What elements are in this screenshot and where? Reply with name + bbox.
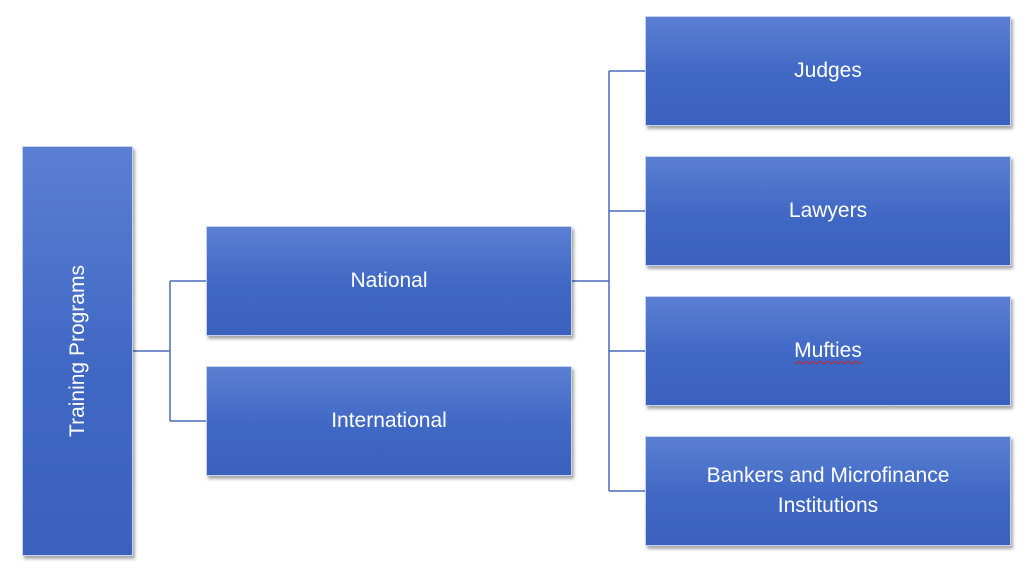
node-lawyers: Lawyers xyxy=(645,156,1011,266)
node-international-label: International xyxy=(331,409,447,432)
node-national-label: National xyxy=(350,269,428,292)
node-mufties-label: Mufties xyxy=(794,339,862,362)
node-lawyers-label: Lawyers xyxy=(788,199,868,222)
node-international: International xyxy=(206,366,572,476)
node-bankers: Bankers and Microfinance Institutions xyxy=(645,436,1011,546)
node-national: National xyxy=(206,226,572,336)
node-training-programs: Training Programs xyxy=(22,146,133,556)
node-bankers-label: Bankers and Microfinance Institutions xyxy=(706,464,950,517)
node-mufties: Mufties xyxy=(645,296,1011,406)
node-training-programs-label: Training Programs xyxy=(65,265,89,437)
node-judges-label: Judges xyxy=(794,59,862,82)
node-judges: Judges xyxy=(645,16,1011,126)
